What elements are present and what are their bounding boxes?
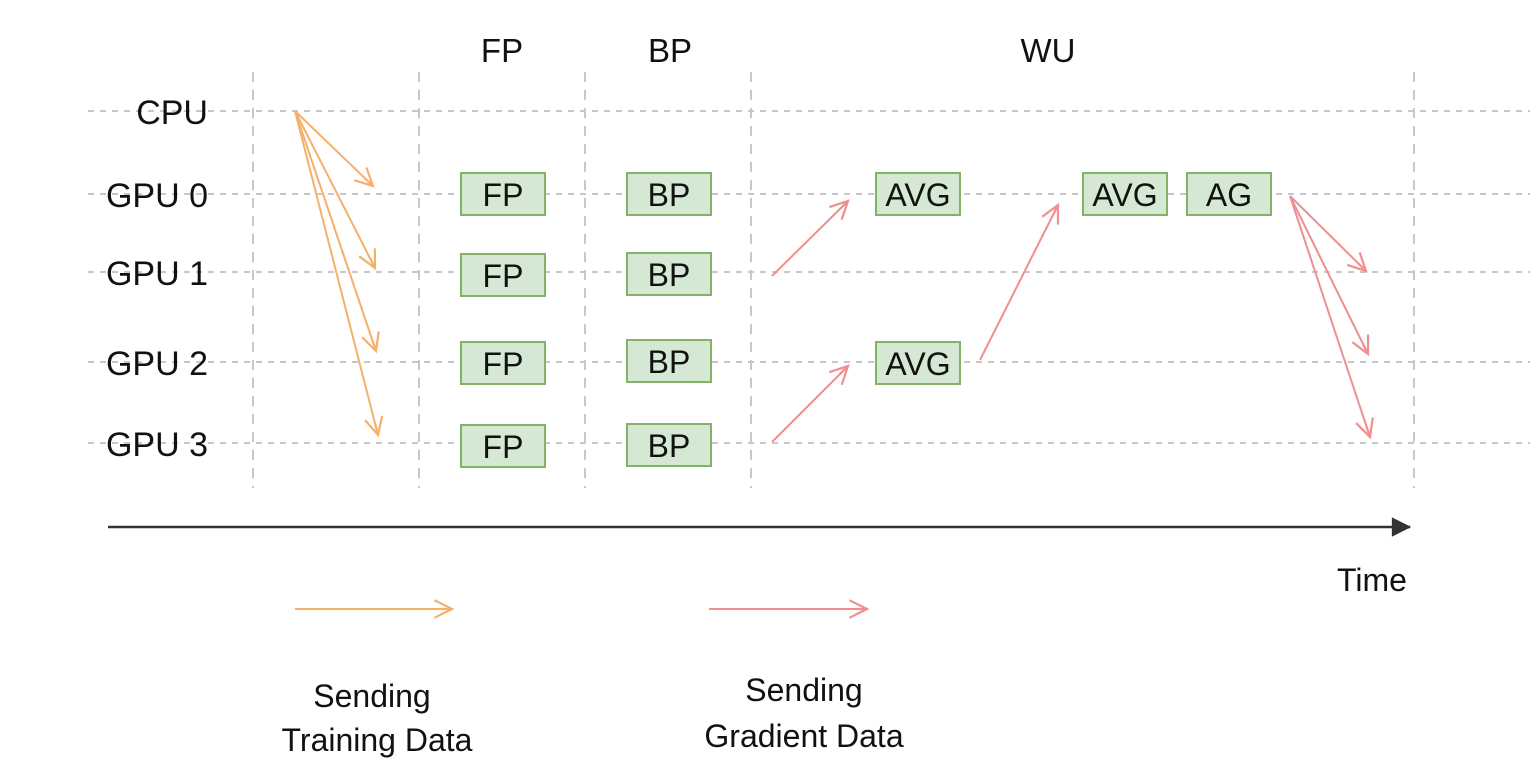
fp-ops: FP FP FP FP	[460, 172, 546, 468]
op-label: FP	[483, 346, 524, 382]
op-label: AG	[1206, 177, 1252, 213]
training-arrow-gpu2	[294, 110, 376, 351]
phase-separators	[252, 72, 1415, 488]
training-arrow-gpu3	[294, 110, 378, 435]
phase-label-fp: FP	[481, 32, 523, 69]
gradient-arrow-gpu3-to-gpu2	[771, 366, 848, 443]
legend-label-training-line2: Training Data	[282, 722, 473, 758]
time-axis-label: Time	[1337, 562, 1407, 598]
phase-label-bp: BP	[648, 32, 692, 69]
row-label-cpu: CPU	[136, 94, 208, 132]
op-box-ag: AG	[1186, 172, 1272, 216]
broadcast-arrow-gpu1	[1289, 195, 1366, 271]
op-box-bp-gpu1: BP	[626, 252, 712, 296]
phase-label-wu: WU	[1021, 32, 1076, 69]
training-data-arrows	[294, 110, 378, 435]
op-box-avg-gpu2: AVG	[875, 341, 961, 385]
gradient-data-arrows	[771, 195, 1370, 443]
op-label: AVG	[1092, 177, 1157, 213]
op-box-bp-gpu0: BP	[626, 172, 712, 216]
training-arrow-gpu1	[294, 110, 375, 268]
op-box-bp-gpu3: BP	[626, 423, 712, 467]
op-label: FP	[483, 429, 524, 465]
row-label-gpu2: GPU 2	[106, 345, 208, 383]
op-label: AVG	[885, 346, 950, 382]
legend-label-gradient-line2: Gradient Data	[704, 718, 903, 754]
gradient-arrow-gpu2-to-gpu0	[979, 205, 1058, 361]
row-label-gpu0: GPU 0	[106, 177, 208, 215]
broadcast-arrow-gpu3	[1289, 195, 1370, 437]
op-label: BP	[648, 344, 691, 380]
training-arrow-gpu0	[294, 110, 373, 186]
row-label-gpu3: GPU 3	[106, 426, 208, 464]
op-box-bp-gpu2: BP	[626, 339, 712, 383]
op-label: AVG	[885, 177, 950, 213]
legend: Sending Training Data Sending Gradient D…	[282, 609, 904, 758]
broadcast-arrow-gpu2	[1289, 195, 1368, 354]
op-box-avg-final: AVG	[1082, 172, 1168, 216]
legend-label-gradient-line1: Sending	[745, 672, 862, 708]
op-label: BP	[648, 257, 691, 293]
op-box-fp-gpu3: FP	[460, 424, 546, 468]
op-label: BP	[648, 177, 691, 213]
gradient-arrow-gpu1-to-gpu0	[771, 201, 848, 277]
bp-ops: BP BP BP BP	[626, 172, 712, 467]
wu-ops: AVG AVG AVG AG	[875, 172, 1272, 385]
op-label: FP	[483, 177, 524, 213]
op-box-fp-gpu2: FP	[460, 341, 546, 385]
op-label: BP	[648, 428, 691, 464]
row-gridlines	[88, 110, 1530, 444]
op-label: FP	[483, 258, 524, 294]
legend-label-training-line1: Sending	[313, 678, 430, 714]
row-label-gpu1: GPU 1	[106, 255, 208, 293]
op-box-fp-gpu1: FP	[460, 253, 546, 297]
op-box-fp-gpu0: FP	[460, 172, 546, 216]
op-box-avg-gpu0: AVG	[875, 172, 961, 216]
